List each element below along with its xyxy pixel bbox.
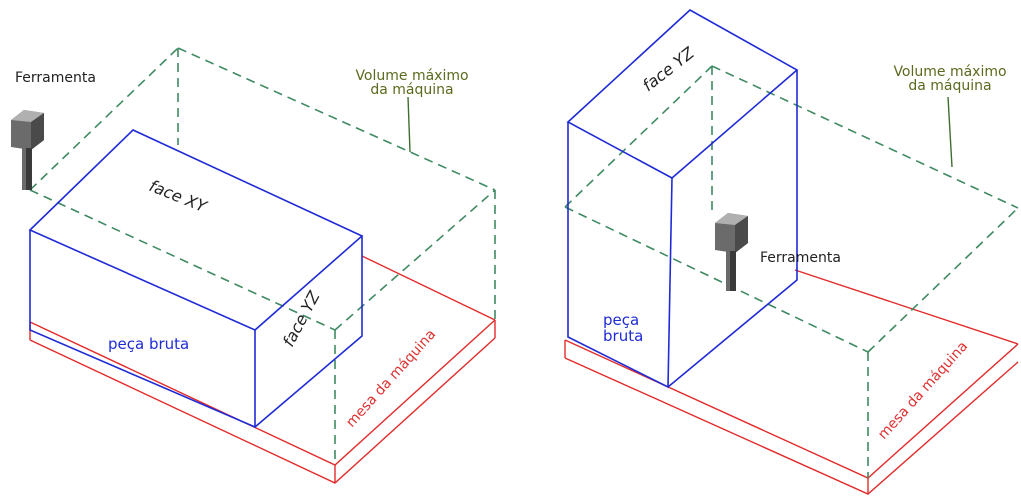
left-volume-label-line1: Volume máximo: [355, 68, 468, 84]
right-machine-table: [564, 269, 1019, 495]
right-workpiece-label-line2: bruta: [603, 327, 643, 345]
right-workpiece: [566, 9, 799, 389]
right-tool-label: Ferramenta: [760, 250, 841, 266]
left-workpiece-label: peça bruta: [108, 335, 189, 353]
right-volume-label-line2: da máquina: [908, 78, 991, 94]
right-machine-volume: [564, 65, 1019, 478]
right-volume-label-line1: Volume máximo: [893, 64, 1006, 80]
right-table-label: mesa da máquina: [875, 338, 971, 442]
left-tool-icon: [11, 110, 44, 190]
left-volume-leader: [407, 96, 411, 153]
left-diagram: Ferramenta Volume máximo da máquina face…: [11, 47, 496, 484]
left-machine-volume: [29, 47, 496, 465]
right-tool-icon: [715, 213, 748, 291]
left-machine-table: [29, 255, 496, 484]
right-diagram: face YZ Volume máximo da máquina Ferrame…: [564, 9, 1019, 495]
right-workpiece-label-line1: peça: [603, 311, 639, 329]
left-face-yz-label: face YZ: [279, 287, 324, 350]
left-workpiece: [28, 129, 364, 429]
right-volume-leader: [947, 96, 953, 168]
left-volume-label-line2: da máquina: [370, 82, 453, 98]
left-tool-label: Ferramenta: [15, 70, 96, 86]
left-face-xy-label: face XY: [147, 176, 211, 217]
